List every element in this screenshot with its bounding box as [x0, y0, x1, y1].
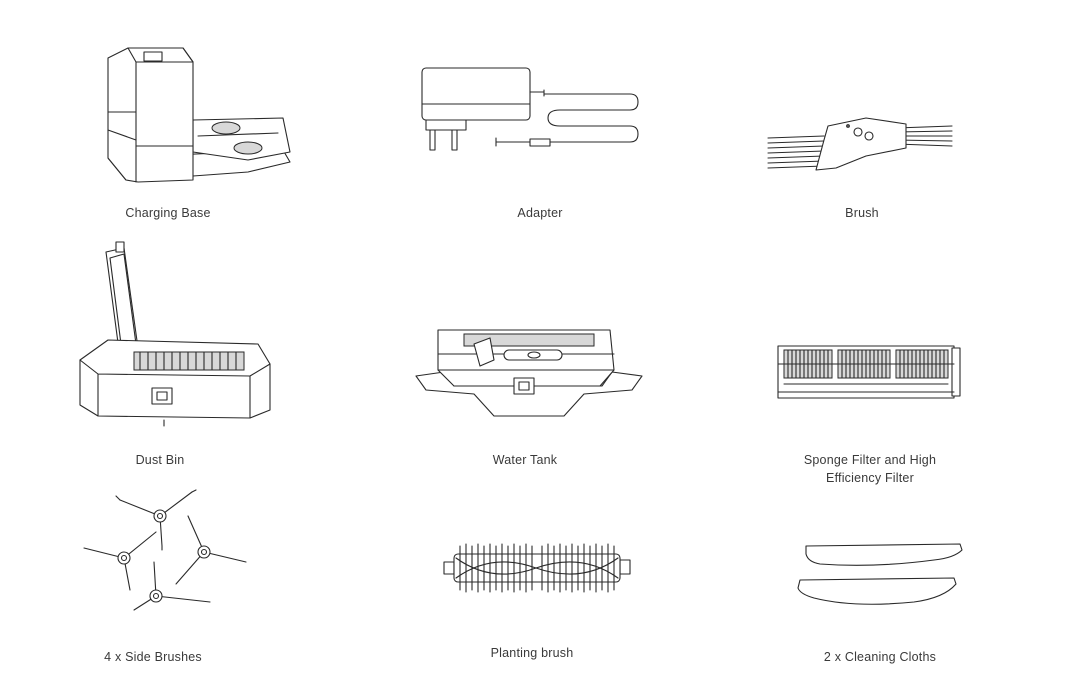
item-label: Water Tank	[492, 453, 558, 467]
side-brushes-icon	[80, 488, 252, 616]
dust-bin-icon	[78, 240, 278, 430]
item-label: 4 x Side Brushes	[104, 650, 202, 664]
item-label-line2: Efficiency Filter	[826, 471, 914, 485]
charging-base-icon	[98, 40, 298, 190]
item-label: Charging Base	[125, 206, 211, 220]
cleaning-cloths-icon	[794, 538, 966, 610]
item-label: 2 x Cleaning Cloths	[823, 650, 937, 664]
item-label: Brush	[845, 206, 879, 220]
item-label: Planting brush	[490, 646, 574, 660]
brush-icon	[766, 110, 956, 175]
filter-icon	[776, 342, 962, 404]
item-label-line1: Sponge Filter and High	[803, 453, 937, 467]
planting-brush-icon	[442, 540, 632, 596]
water-tank-icon	[414, 324, 644, 419]
adapter-icon	[420, 64, 650, 154]
item-label: Adapter	[517, 206, 563, 220]
item-label: Dust Bin	[135, 453, 185, 467]
